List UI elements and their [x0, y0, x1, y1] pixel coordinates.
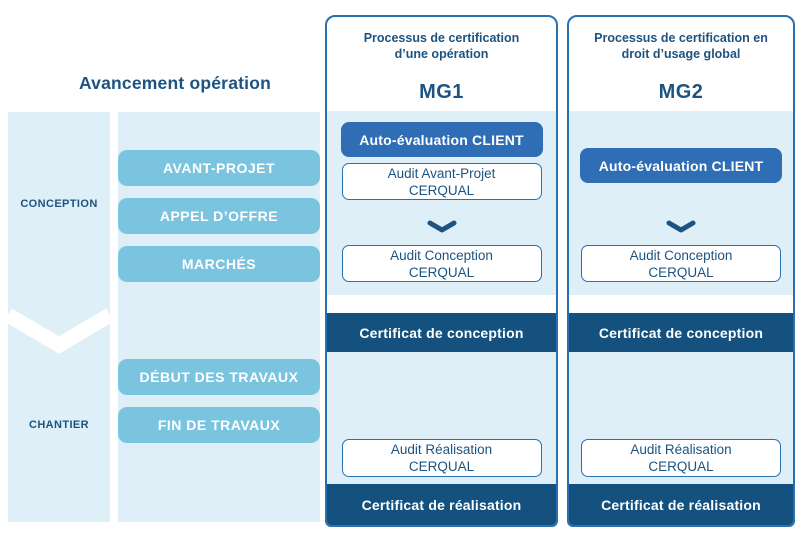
phase-label-chantier: CHANTIER — [28, 419, 90, 431]
mg2-audit-conception-box: Audit Conception CERQUAL — [581, 245, 781, 282]
mg1-certificat-conception-bar: Certificat de conception — [327, 313, 556, 352]
mg2-audit-realisation-box: Audit Réalisation CERQUAL — [581, 439, 781, 477]
step-marches: MARCHÉS — [118, 246, 320, 282]
mg2-certificat-realisation-bar: Certificat de réalisation — [569, 484, 793, 525]
chevron-down-icon — [427, 220, 456, 233]
mg2-process-column: Processus de certification en droit d’us… — [567, 15, 795, 527]
mg1-column-header: Processus de certification d’une opérati… — [363, 31, 520, 61]
mg1-certificat-realisation-bar: Certificat de réalisation — [327, 484, 556, 525]
mg2-certificat-conception-bar: Certificat de conception — [569, 313, 793, 352]
mg2-auto-evaluation-badge: Auto-évaluation CLIENT — [580, 148, 782, 183]
step-fin-de-travaux: FIN DE TRAVAUX — [118, 407, 320, 443]
step-debut-des-travaux: DÉBUT DES TRAVAUX — [118, 359, 320, 395]
page-title: Avancement opération — [78, 73, 271, 93]
step-avant-projet: AVANT-PROJET — [118, 150, 320, 186]
mg1-audit-conception-box: Audit Conception CERQUAL — [341, 245, 542, 282]
mg1-auto-evaluation-badge: Auto-évaluation CLIENT — [340, 122, 543, 157]
chevron-down-icon — [666, 220, 696, 233]
step-appel-d-offre: APPEL D’OFFRE — [118, 198, 320, 234]
mg1-audit-realisation-box: Audit Réalisation CERQUAL — [341, 439, 542, 477]
mg1-column-code: MG1 — [419, 81, 464, 103]
mg1-process-column: Processus de certification d’une opérati… — [325, 15, 558, 527]
phase-band: CONCEPTION CHANTIER — [8, 112, 110, 522]
phase-label-conception: CONCEPTION — [20, 198, 98, 210]
mg1-audit-avant-projet-box: Audit Avant-Projet CERQUAL — [341, 163, 542, 200]
mg2-column-code: MG2 — [658, 81, 704, 103]
mg2-column-header: Processus de certification en droit d’us… — [594, 31, 768, 61]
timeline-steps-band: AVANT-PROJET APPEL D’OFFRE MARCHÉS DÉBUT… — [118, 112, 320, 522]
phase-divider-chevron-icon — [8, 308, 110, 354]
